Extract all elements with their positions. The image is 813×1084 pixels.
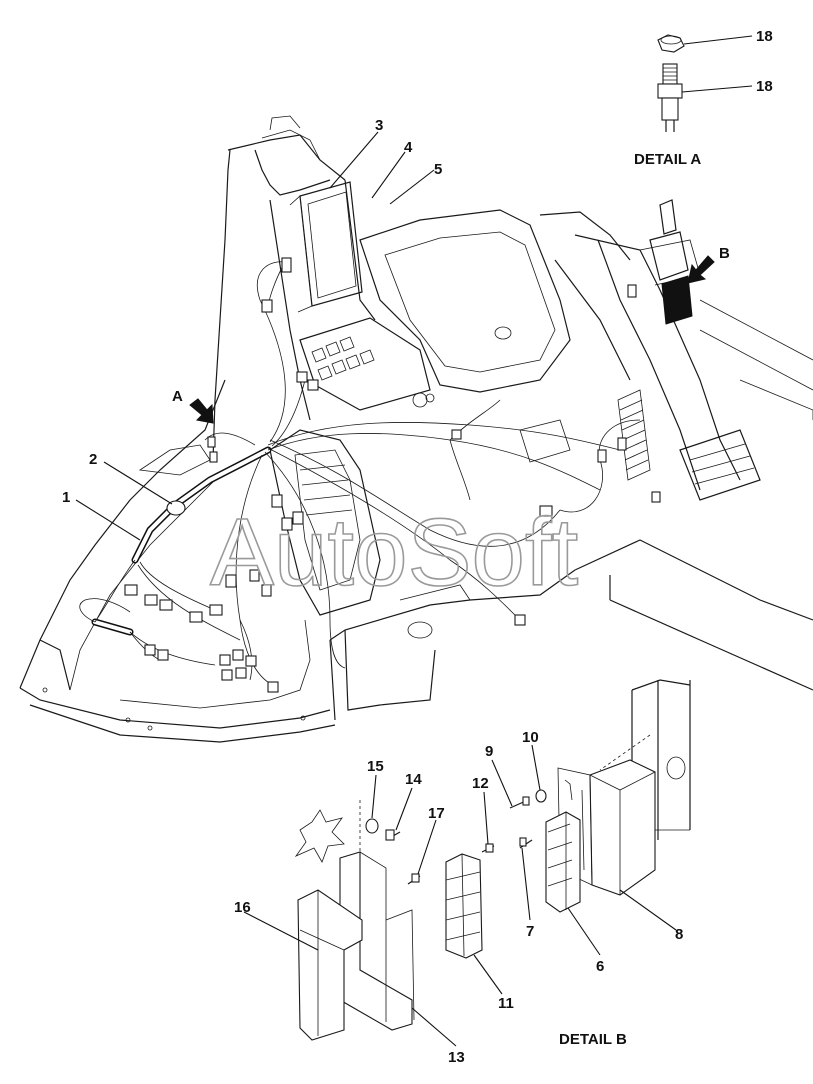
connector — [124, 584, 138, 596]
detail-b-drawing — [294, 679, 691, 1041]
screw-9 — [509, 796, 530, 809]
connector — [157, 649, 169, 661]
marker-b: B — [719, 245, 730, 262]
connector — [627, 284, 637, 298]
connector — [249, 569, 260, 582]
cover-16 — [297, 889, 363, 1041]
connector — [225, 574, 237, 588]
callout-2: 2 — [89, 451, 97, 468]
callout-11: 11 — [498, 995, 514, 1012]
detail-b-arrow-icon — [687, 255, 715, 284]
connector — [235, 667, 247, 679]
cab-console-assembly — [19, 115, 813, 743]
connector — [514, 614, 526, 626]
connector — [281, 257, 292, 273]
callout-14: 14 — [405, 771, 422, 788]
connector — [219, 654, 231, 666]
connector — [144, 594, 158, 606]
connector — [651, 491, 661, 503]
connector — [207, 436, 216, 448]
connector — [232, 649, 244, 661]
connector — [539, 505, 553, 517]
connector — [267, 681, 279, 693]
bracket-11 — [445, 853, 483, 959]
connector — [245, 655, 257, 667]
connector — [597, 449, 607, 463]
connector — [261, 299, 273, 313]
callout-1: 1 — [62, 489, 70, 506]
switch-panel — [299, 317, 435, 411]
callout-4: 4 — [404, 139, 413, 156]
wiring-harness — [79, 257, 661, 693]
screw-7 — [519, 837, 533, 849]
callout-15: 15 — [367, 758, 384, 775]
detail-a-drawing — [657, 34, 685, 132]
connector — [271, 494, 283, 508]
connector — [451, 429, 462, 440]
callout-10: 10 — [522, 729, 539, 746]
bracket-6 — [545, 811, 581, 913]
detail-a-arrow-icon — [189, 398, 214, 424]
connector — [144, 644, 156, 656]
callout-6: 6 — [596, 958, 604, 975]
leader-lines — [75, 35, 753, 1047]
connector — [221, 669, 233, 681]
caption-detail-a: DETAIL A — [634, 151, 701, 168]
screw-17 — [407, 873, 421, 885]
callout-13: 13 — [448, 1049, 465, 1066]
callout-18-switch: 18 — [756, 78, 773, 95]
callout-5: 5 — [434, 161, 442, 178]
callout-7: 7 — [526, 923, 534, 940]
connector — [617, 437, 627, 451]
washer-10 — [535, 789, 547, 803]
connector — [281, 517, 293, 531]
vent-grille — [617, 389, 651, 481]
connector — [261, 584, 272, 597]
callout-3: 3 — [375, 117, 383, 134]
connector — [209, 451, 218, 463]
watermark: AutoSoft — [210, 499, 578, 606]
callout-16: 16 — [234, 899, 251, 916]
screw-14 — [385, 829, 401, 841]
marker-a: A — [172, 388, 183, 405]
callout-18-nut: 18 — [756, 28, 773, 45]
callout-9: 9 — [485, 743, 493, 760]
connector — [189, 611, 203, 623]
callout-8: 8 — [675, 926, 683, 943]
callout-12: 12 — [472, 775, 489, 792]
callout-17: 17 — [428, 805, 445, 822]
connector — [209, 604, 223, 616]
screw-12 — [481, 843, 495, 853]
washer-15 — [365, 818, 379, 834]
connector — [296, 371, 308, 383]
connector — [292, 511, 304, 525]
controller-box-installed — [661, 275, 693, 325]
connector — [307, 379, 319, 391]
caption-detail-b: DETAIL B — [559, 1031, 627, 1048]
connector — [159, 599, 173, 611]
callout-labels: 1 2 3 4 5 6 7 8 9 10 11 12 13 14 15 16 1… — [62, 28, 773, 1066]
monitor-panel — [289, 181, 363, 313]
bracket-13 — [339, 851, 415, 1031]
ecu-box — [557, 759, 656, 896]
